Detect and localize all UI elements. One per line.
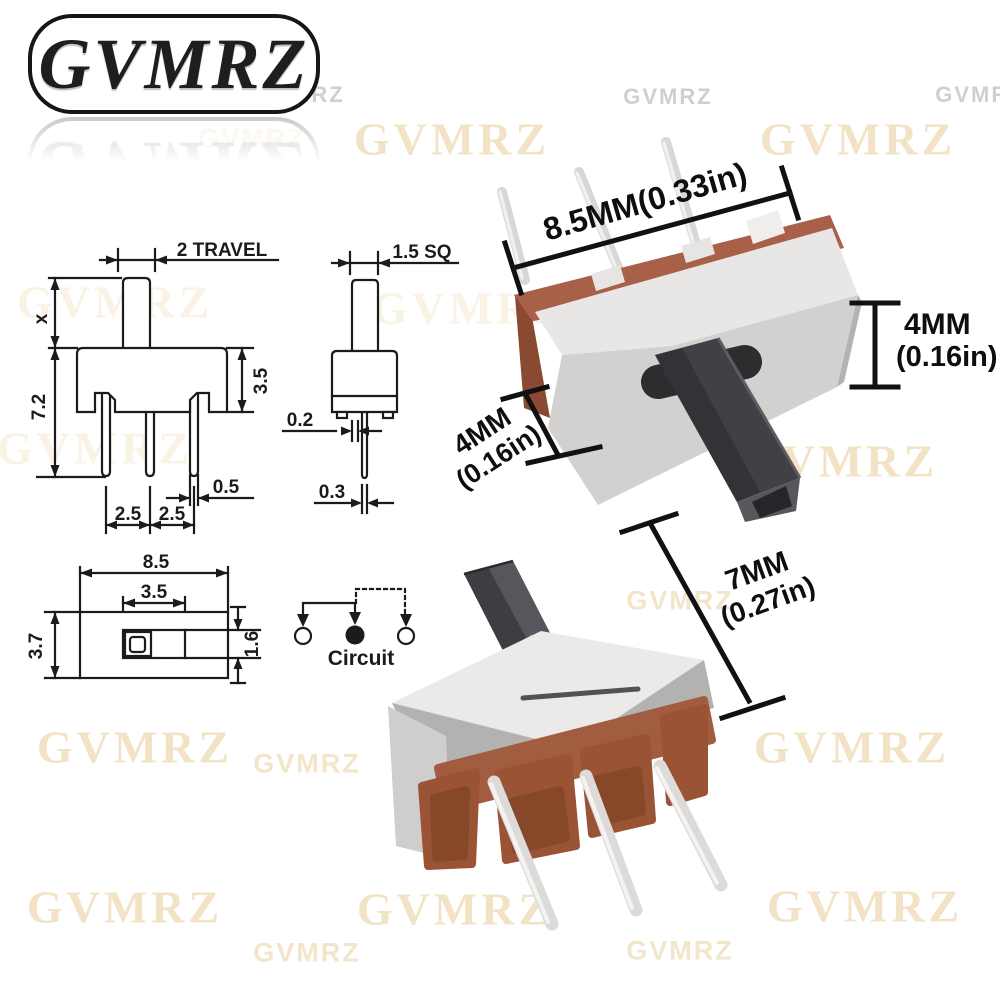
body-height-dimension: 3.5: [225, 346, 272, 414]
pin-pitch-left-label: 2.5: [115, 504, 142, 525]
watermark-text: GVMRZ: [253, 937, 361, 968]
slot-width-label: 1.6: [242, 631, 263, 657]
switch-pins: [487, 759, 728, 931]
circuit-arrow: [297, 614, 309, 627]
height-label-mm: 4MM: [904, 308, 971, 341]
travel-label: 2 TRAVEL: [177, 240, 268, 261]
slot-length-label: 3.5: [141, 582, 168, 603]
pin-thickness-dimension: 0.3: [313, 482, 395, 515]
watermark-text: GVMRZ: [36, 721, 234, 773]
body-length-dimension: 8.5: [78, 552, 230, 614]
switch-base: [418, 696, 716, 870]
pin-pitch-dimension: 2.5 2.5: [104, 485, 196, 535]
side-view-actuator: [350, 278, 380, 353]
body-length-label: 8.5: [143, 552, 170, 573]
bracket-thickness-label: 0.2: [287, 410, 313, 431]
pin-width-label: 0.5: [213, 477, 240, 498]
total-height-dimension: 7.2: [29, 346, 107, 479]
body-height-label: 3.5: [251, 367, 272, 394]
slot-width-dimension: 1.6: [183, 605, 263, 685]
circuit-arrow: [349, 612, 361, 625]
circuit-caption: Circuit: [328, 647, 395, 670]
side-view-pin: [360, 411, 369, 480]
pin-width-dimension: 0.5: [165, 473, 255, 507]
top-switch-photo: 8.5MM(0.33in) 4MM (0.16in) 4MM (0.16in): [447, 137, 998, 522]
front-view-drawing: 2 TRAVEL x 7.2: [29, 240, 280, 535]
watermark-text: GVMRZ: [935, 82, 1000, 107]
side-view-drawing: 1.5 SQ 0.2 0.3: [281, 242, 460, 515]
bottom-switch-photo: [388, 559, 728, 931]
actuator-size-label: 1.5 SQ: [392, 242, 451, 263]
body-width-label: 3.7: [26, 633, 47, 659]
top-view-drawing: 8.5 3.5 3.7: [26, 552, 263, 685]
circuit-arrow: [400, 614, 412, 627]
watermark-text: GVMRZ: [253, 748, 361, 779]
watermark-text: GVMRZ: [623, 84, 713, 109]
front-view-pins: [100, 393, 200, 478]
circuit-dashed-wire: [354, 587, 407, 615]
circuit-diagram: Circuit: [293, 587, 416, 670]
side-view-body: [330, 349, 399, 414]
switch-slot: [520, 686, 641, 701]
switch-actuator: [655, 337, 802, 522]
actuator-size-dimension: 1.5 SQ: [330, 242, 460, 276]
logo-reflection: GVMRZ: [28, 117, 320, 169]
circuit-terminal-left: [293, 626, 313, 646]
actuator-height-label: x: [31, 313, 52, 324]
pin-pitch-right-label: 2.5: [159, 504, 186, 525]
brand-logo-text: GVMRZ: [38, 23, 310, 104]
circuit-terminal-right: [396, 626, 416, 646]
front-view-body: [75, 346, 229, 414]
total-height-label: 7.2: [29, 394, 50, 420]
circuit-solid-wire: [301, 601, 357, 617]
height-dimension: 4MM (0.16in): [849, 300, 998, 390]
travel-dimension: 2 TRAVEL: [98, 240, 280, 273]
height-label-in: (0.16in): [896, 341, 998, 373]
circuit-terminal-center: [345, 625, 365, 645]
switch-body-top: [392, 631, 704, 748]
body-width-dimension: 3.7: [26, 610, 82, 680]
bracket-thickness-dimension: 0.2: [281, 410, 383, 443]
brand-logo: GVMRZ: [28, 14, 320, 114]
pin-thickness-label: 0.3: [319, 482, 345, 503]
watermark-text: GVMRZ: [26, 881, 224, 933]
front-view-actuator: [121, 276, 152, 350]
actuator-height-dimension: 7MM (0.27in): [618, 510, 819, 722]
actuator-height-dimension: x: [31, 276, 123, 350]
